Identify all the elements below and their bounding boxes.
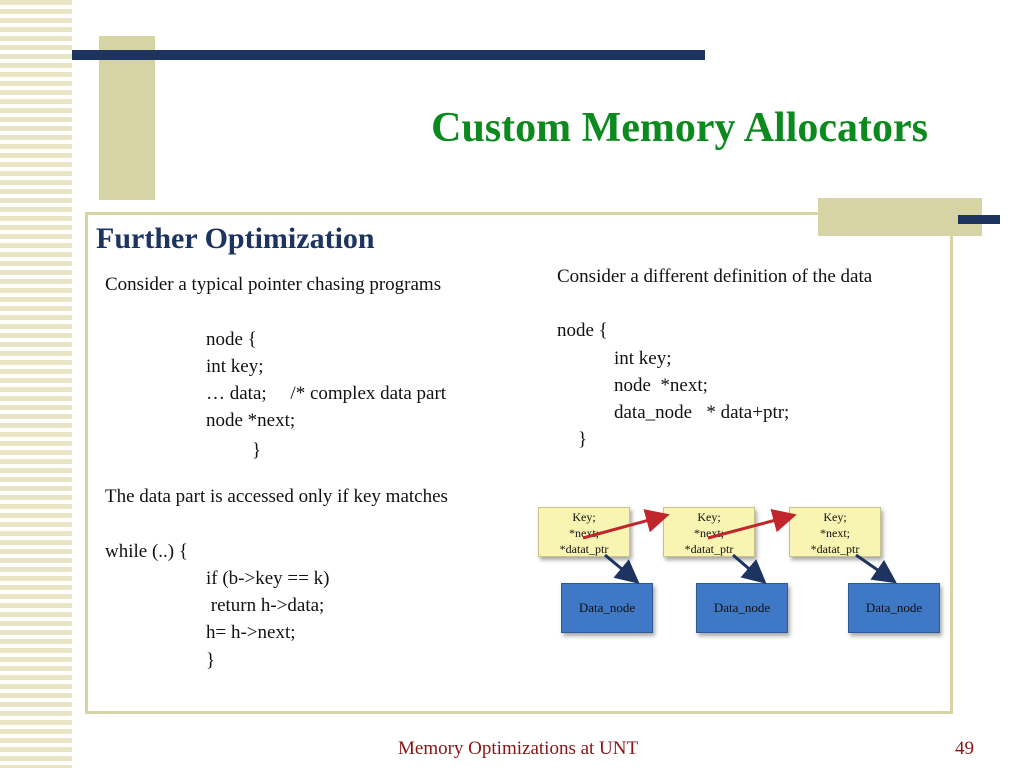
code-line: h= h->next; (206, 622, 296, 643)
key-node-line: *next; (820, 526, 850, 540)
key-node: Key; *next; *datat_ptr (538, 507, 630, 557)
key-node-line: Key; (572, 510, 596, 524)
top-accent-bar (72, 50, 705, 60)
left-intro-text: Consider a typical pointer chasing progr… (105, 274, 442, 295)
code-line: node { (557, 320, 608, 341)
code-line: node *next; (614, 375, 708, 396)
code-line: … data; /* complex data part (206, 383, 447, 404)
data-node: Data_node (848, 583, 940, 633)
key-node-line: *datat_ptr (810, 542, 860, 556)
code-line: data_node * data+ptr; (614, 402, 790, 423)
left-stripe-decoration (0, 0, 72, 768)
key-node-line: *next; (694, 526, 724, 540)
key-node: Key; *next; *datat_ptr (663, 507, 755, 557)
code-line: } (252, 440, 262, 461)
left-note-text: The data part is accessed only if key ma… (105, 486, 448, 507)
key-node-line: *next; (569, 526, 599, 540)
data-node: Data_node (561, 583, 653, 633)
key-node-line: Key; (823, 510, 847, 524)
content-panel (85, 212, 953, 714)
code-line: } (578, 429, 588, 450)
top-accent-square (99, 36, 155, 200)
right-intro-text: Consider a different definition of the d… (557, 266, 873, 287)
right-accent-square (818, 198, 982, 236)
code-line: if (b->key == k) (206, 568, 330, 589)
slide-title: Custom Memory Allocators (431, 105, 928, 151)
code-line: } (206, 650, 216, 671)
code-line: return h->data; (206, 595, 325, 616)
slide-subtitle: Further Optimization (96, 222, 375, 255)
data-node: Data_node (696, 583, 788, 633)
key-node-line: *datat_ptr (684, 542, 734, 556)
slide-footer: Memory Optimizations at UNT (398, 738, 639, 759)
right-accent-bar (958, 215, 1000, 224)
page-number: 49 (955, 738, 974, 759)
key-node-line: *datat_ptr (559, 542, 609, 556)
code-line: while (..) { (105, 541, 188, 562)
code-line: int key; (614, 348, 672, 369)
code-line: node *next; (206, 410, 296, 431)
code-line: node { (206, 329, 257, 350)
key-node-line: Key; (697, 510, 721, 524)
code-line: int key; (206, 356, 264, 377)
key-node: Key; *next; *datat_ptr (789, 507, 881, 557)
